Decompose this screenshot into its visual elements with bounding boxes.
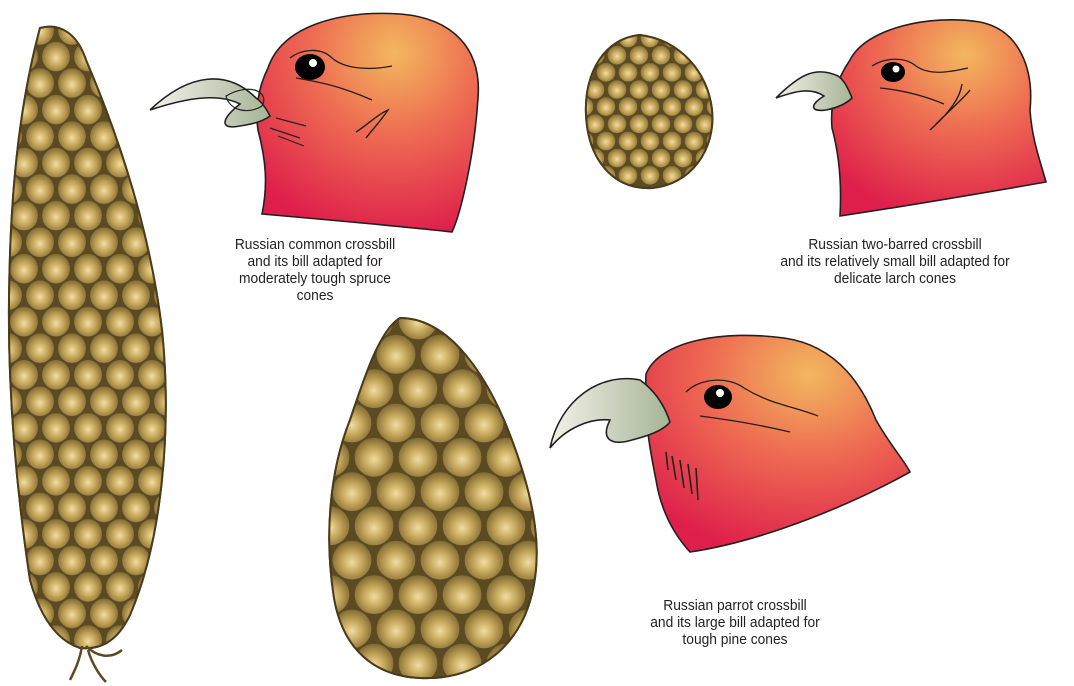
caption-line: and its bill adapted for bbox=[205, 253, 426, 270]
caption-line: delicate larch cones bbox=[752, 270, 1037, 287]
spruce-cone-icon bbox=[0, 14, 199, 655]
larch-cone-icon bbox=[552, 28, 737, 188]
caption-line: moderately tough spruce bbox=[205, 270, 426, 287]
parrot-crossbill-head-icon bbox=[550, 335, 910, 552]
parrot-crossbill-caption: Russian parrot crossbill and its large b… bbox=[615, 597, 854, 648]
two-barred-crossbill-head-icon bbox=[776, 20, 1046, 216]
common-crossbill-caption: Russian common crossbill and its bill ad… bbox=[205, 236, 426, 304]
two-barred-crossbill-caption: Russian two-barred crossbill and its rel… bbox=[752, 236, 1037, 287]
caption-line: and its relatively small bill adapted fo… bbox=[752, 253, 1037, 270]
caption-line: Russian parrot crossbill bbox=[615, 597, 854, 614]
caption-line: Russian two-barred crossbill bbox=[752, 236, 1037, 253]
caption-line: Russian common crossbill bbox=[205, 236, 426, 253]
caption-line: and its large bill adapted for bbox=[615, 614, 854, 631]
caption-line: tough pine cones bbox=[615, 631, 854, 648]
common-crossbill-head-icon bbox=[150, 13, 478, 232]
spruce-cone-stem bbox=[70, 646, 122, 682]
pine-cone-icon bbox=[266, 300, 592, 684]
caption-line: cones bbox=[205, 287, 426, 304]
